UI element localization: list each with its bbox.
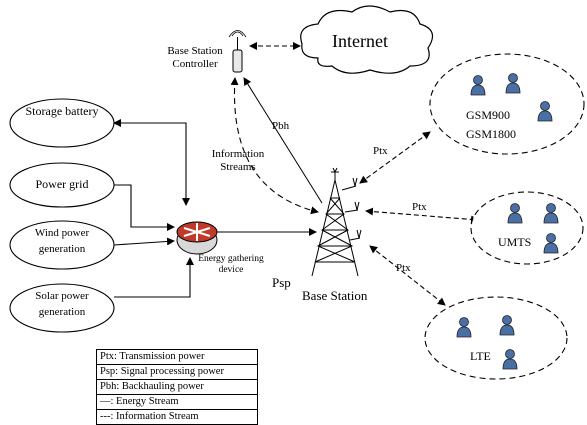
solar-power-node [9, 283, 115, 333]
lte-label: LTE [470, 349, 491, 363]
legend-information-stream: ---: Information Stream [100, 411, 199, 422]
legend-psp: Psp: Signal processing power [97, 365, 257, 380]
legend: Ptx: Transmission power Psp: Signal proc… [96, 349, 258, 425]
legend-pbh: Pbh: Backhauling power [97, 380, 257, 395]
ptx-lte-link [369, 245, 446, 306]
ptx-umts-label: Ptx [412, 201, 427, 213]
umts-cluster [470, 191, 584, 265]
gsm900-label: GSM900 [466, 108, 511, 122]
solar-link [114, 257, 194, 298]
information-streams-label: Information Streams [211, 148, 265, 173]
psp-label: Psp [272, 275, 291, 290]
ptx-umts-link [365, 207, 479, 224]
gsm-cluster [429, 53, 585, 155]
router-icon [176, 221, 218, 255]
information-streams-link [230, 77, 319, 215]
energy-gathering-label: Energy gathering device [198, 254, 264, 276]
ptx-gsm-label: Ptx [373, 145, 388, 157]
pbh-link [243, 77, 323, 204]
ptx-gsm-link [359, 131, 431, 184]
internet-label: Internet [332, 31, 388, 51]
storage-link [113, 119, 190, 206]
internet-cloud [300, 5, 434, 74]
controller-label: Base Station Controller [167, 45, 223, 70]
base-station-label: Base Station [302, 288, 368, 303]
power-grid-label: Power grid [35, 177, 89, 191]
controller-antenna-icon [228, 30, 247, 73]
ptx-lte-label: Ptx [396, 262, 411, 274]
power-grid-link [114, 184, 175, 231]
legend-ptx: Ptx: Transmission power [97, 350, 257, 365]
legend-energy-stream: —: Energy Stream [97, 395, 257, 410]
lte-cluster [424, 296, 568, 380]
solar-power-label: Solar power generation [35, 290, 89, 318]
base-station-tower-icon [311, 167, 362, 277]
wind-link [113, 237, 175, 246]
umts-label: UMTS [498, 235, 532, 249]
pbh-label: Pbh [272, 120, 290, 132]
wind-power-label: Wind power generation [34, 227, 90, 255]
storage-battery-label: Storage battery [25, 104, 99, 118]
gsm1800-label: GSM1800 [466, 127, 517, 141]
